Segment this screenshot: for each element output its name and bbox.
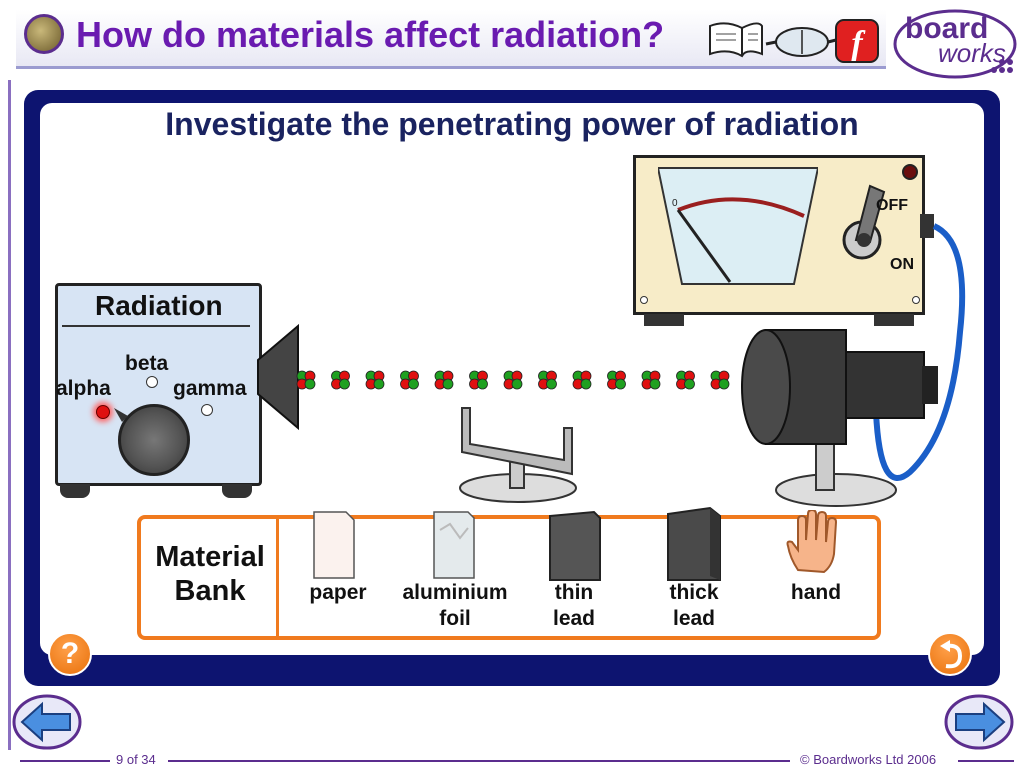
slide-counter: 9 of 34 [116, 752, 156, 767]
help-button-face: ? [48, 632, 92, 676]
right-arrow-icon [955, 701, 1006, 743]
meter-gauge: 0 [658, 167, 818, 285]
alpha-particle [434, 370, 454, 390]
sample-holder-stand [459, 407, 577, 503]
alpha-particle [676, 370, 695, 390]
material-label: paper [309, 581, 367, 604]
alpha-particle [400, 370, 419, 390]
help-button[interactable]: ? [40, 628, 104, 678]
globe-logo-icon [24, 14, 64, 54]
left-border-rule [8, 80, 11, 750]
material-paper[interactable]: paper [286, 506, 390, 636]
goggles-icon[interactable] [765, 27, 837, 57]
book-icon[interactable] [709, 22, 763, 58]
switch-off-label: OFF [876, 197, 908, 214]
alpha-particle [296, 370, 316, 390]
thick-lead-block-icon [667, 506, 721, 581]
alpha-particle [469, 370, 488, 390]
flash-icon[interactable]: f [835, 19, 879, 63]
beta-option-label[interactable]: beta [125, 352, 169, 375]
svg-text:f: f [851, 25, 866, 62]
material-bank-label: Material Bank [148, 540, 272, 608]
material-bank-label-line1: Material [155, 541, 265, 573]
gamma-option-label[interactable]: gamma [173, 377, 247, 400]
alpha-particle-beam [296, 370, 762, 390]
reset-button-face [928, 632, 972, 676]
alpha-particle [572, 370, 592, 390]
gamma-indicator-light[interactable] [201, 404, 213, 416]
meter-foot [874, 314, 914, 326]
material-label-line2: lead [672, 607, 716, 630]
material-label-line1: thin [554, 581, 594, 604]
beta-indicator-light[interactable] [146, 376, 158, 388]
radiation-selector-dial[interactable] [118, 404, 190, 476]
material-label: aluminium foil [392, 580, 518, 632]
material-bank-label-line2: Bank [174, 575, 246, 607]
alpha-particle [641, 370, 661, 390]
header-icon-group: f [709, 19, 879, 63]
copyright-notice: © Boardworks Ltd 2006 [800, 752, 937, 767]
source-foot [222, 484, 252, 498]
material-bank [137, 515, 881, 640]
power-led-icon [902, 164, 918, 180]
page-title: How do materials affect radiation? [76, 14, 665, 55]
alpha-particle [331, 370, 350, 390]
detector-cable [873, 214, 966, 481]
meter-screw [640, 296, 648, 304]
power-switch[interactable] [836, 164, 918, 264]
material-label-line2: lead [552, 607, 596, 630]
brand-word-board: board [905, 12, 989, 45]
footer-rule [20, 760, 110, 762]
alpha-particle [503, 370, 523, 390]
help-question-icon: ? [60, 637, 80, 670]
hand-icon [786, 510, 838, 574]
activity-title: Investigate the penetrating power of rad… [165, 106, 859, 142]
next-slide-button[interactable] [944, 694, 1014, 750]
undo-arrow-icon [940, 640, 963, 669]
source-emitter-nozzle [257, 323, 299, 431]
radiation-source-title: Radiation [95, 290, 223, 321]
paper-sheet-icon [313, 511, 355, 579]
brand-word-works: works [938, 38, 1006, 68]
source-title-divider [62, 325, 250, 327]
meter-needle [676, 209, 732, 283]
previous-slide-button[interactable] [12, 694, 82, 750]
material-label: hand [790, 581, 842, 604]
alpha-particle [538, 370, 557, 390]
footer-rule [168, 760, 790, 762]
alpha-particle [710, 370, 730, 390]
meter-foot [644, 314, 684, 326]
footer-rule [958, 760, 1014, 762]
alpha-option-label[interactable]: alpha [56, 377, 111, 400]
geiger-detector [741, 329, 938, 507]
source-foot [60, 484, 90, 498]
reset-button[interactable] [918, 628, 982, 678]
material-label: thin lead [528, 580, 620, 632]
switch-on-label: ON [890, 256, 914, 273]
alpha-indicator-light[interactable] [96, 405, 110, 419]
material-thin-lead[interactable]: thin lead [528, 506, 620, 636]
boardworks-logo [893, 9, 1017, 79]
alpha-particle [365, 370, 385, 390]
material-label: thick lead [648, 580, 740, 632]
meter-zero-label: 0 [672, 198, 678, 209]
left-arrow-icon [20, 701, 71, 743]
meter-screw [912, 296, 920, 304]
alpha-particle [607, 370, 626, 390]
material-thick-lead[interactable]: thick lead [648, 506, 740, 636]
foil-sheet-icon [433, 511, 475, 579]
material-bank-divider [276, 518, 279, 637]
material-label-line1: thick [669, 581, 719, 604]
material-hand[interactable]: hand [770, 506, 862, 636]
material-label-line1: aluminium [402, 581, 508, 604]
dial-pointer-icon [114, 408, 128, 422]
material-aluminium-foil[interactable]: aluminium foil [392, 506, 518, 636]
thin-lead-block-icon [549, 510, 601, 581]
material-label-line2: foil [439, 607, 471, 630]
